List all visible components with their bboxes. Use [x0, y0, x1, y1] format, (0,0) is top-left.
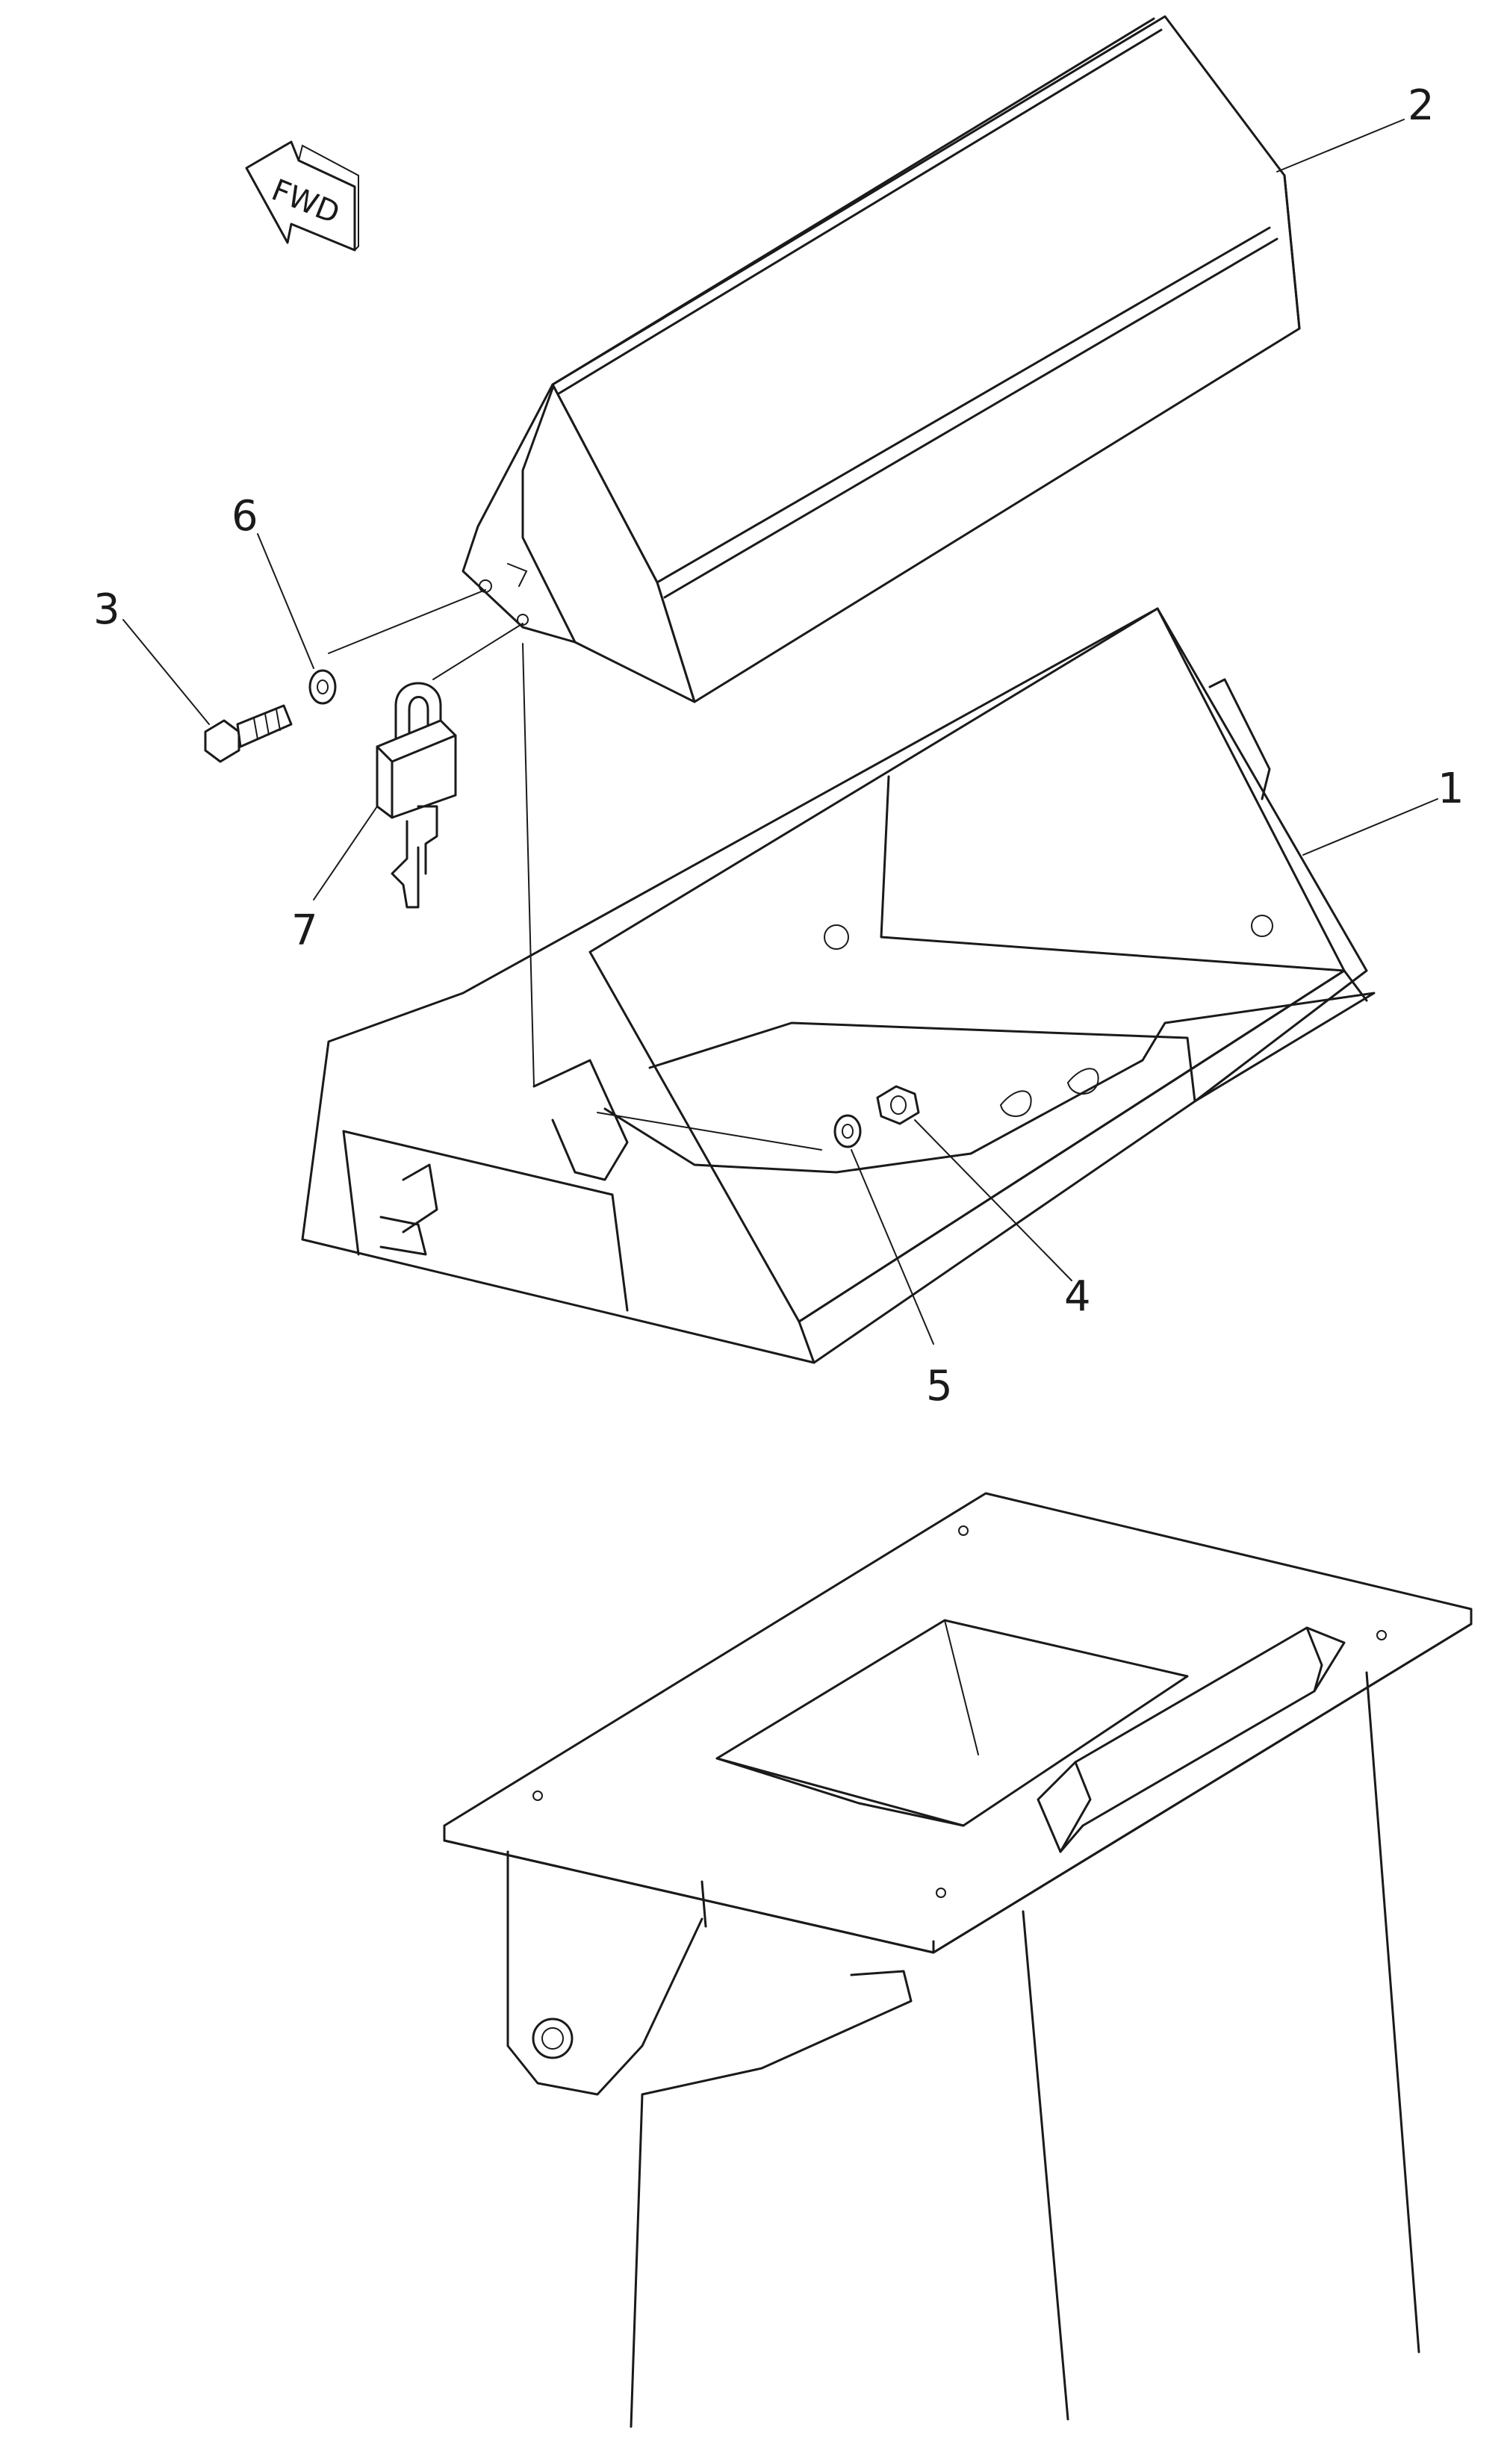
callout-label: 4: [1064, 1272, 1091, 1321]
frame-column: [506, 1671, 1420, 2428]
washer-part: [308, 669, 337, 705]
nut-part: [876, 1085, 920, 1125]
mounting-plate: [443, 1492, 1473, 1954]
callout-6: 6: [232, 492, 314, 669]
callout-5: 5: [851, 1149, 953, 1410]
spring-washer-part: [833, 1114, 862, 1148]
alignment-line: [597, 1112, 822, 1151]
callout-label: 2: [1408, 81, 1435, 130]
fwd-arrow-icon: FWD: [245, 140, 359, 252]
alignment-line: [522, 643, 535, 1087]
callout-2: 2: [1276, 81, 1435, 172]
bolt-part: [204, 704, 293, 763]
padlock-part: [376, 682, 457, 909]
callout-label: 5: [926, 1362, 953, 1410]
alignment-line: [328, 589, 486, 654]
callout-3: 3: [93, 585, 210, 725]
callout-label: 3: [93, 585, 120, 634]
callout-label: 7: [291, 906, 318, 955]
callout-7: 7: [291, 806, 378, 955]
alignment-line: [432, 623, 523, 680]
callout-4: 4: [914, 1119, 1091, 1321]
cover-part: [462, 15, 1301, 703]
callout-label: 1: [1438, 765, 1464, 813]
box-part: [301, 607, 1376, 1364]
callout-label: 6: [232, 492, 258, 541]
callout-1: 1: [1302, 765, 1464, 856]
